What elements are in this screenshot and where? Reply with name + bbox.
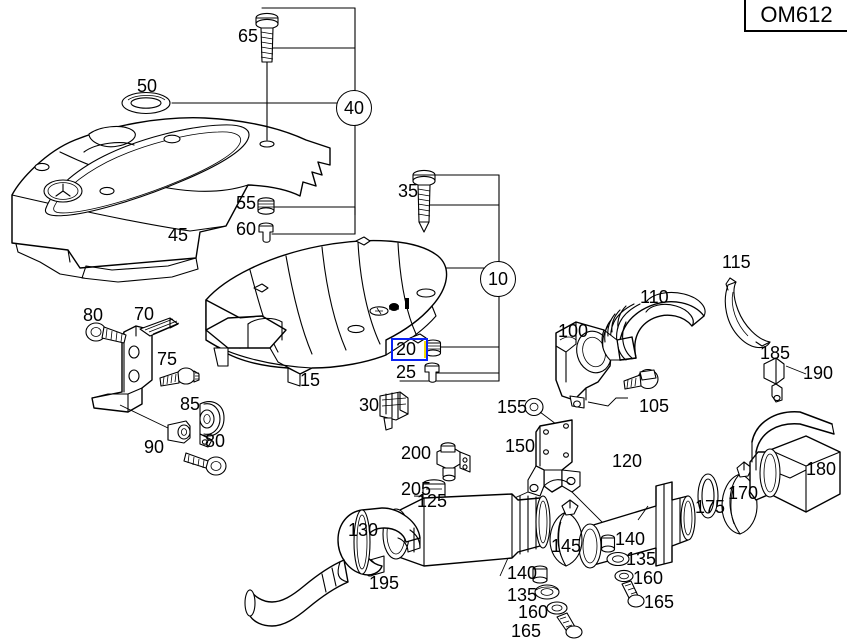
fastener-stack-left [532, 565, 583, 639]
part-105-bolt [623, 368, 659, 390]
part-80-bolt-lower [183, 452, 227, 476]
part-label-190[interactable]: 190 [803, 363, 834, 383]
part-label-20[interactable]: 20 [396, 339, 417, 359]
part-185-clip [763, 357, 807, 403]
callout-group-40[interactable]: 40 [336, 90, 372, 126]
part-label-135-right[interactable]: 135 [626, 549, 657, 569]
part-200-connector [436, 442, 471, 482]
part-label-55[interactable]: 55 [236, 193, 257, 213]
part-label-30[interactable]: 30 [359, 395, 380, 415]
part-label-120[interactable]: 120 [612, 451, 643, 471]
part-label-25[interactable]: 25 [396, 362, 417, 382]
part-label-15[interactable]: 15 [300, 370, 321, 390]
part-130-elbow [337, 507, 421, 576]
part-150-bracket [413, 419, 609, 529]
part-25-push-pin [424, 362, 440, 383]
part-label-140-left[interactable]: 140 [507, 563, 538, 583]
diagram-title: OM612 [760, 2, 833, 27]
part-label-110[interactable]: 110 [640, 287, 669, 307]
part-label-65[interactable]: 65 [238, 26, 259, 46]
part-115-clamp [724, 277, 771, 349]
part-35-bolt [412, 169, 436, 233]
part-50-seal-ring [121, 91, 171, 115]
fastener-stack-right [600, 534, 645, 608]
part-label-155[interactable]: 155 [497, 397, 528, 417]
part-15-manifold-cover [205, 236, 448, 387]
part-label-165-right[interactable]: 165 [644, 592, 675, 612]
part-label-90[interactable]: 90 [144, 437, 165, 457]
callout-group-10-label: 10 [487, 268, 509, 289]
part-label-165-left[interactable]: 165 [511, 621, 542, 641]
part-label-200[interactable]: 200 [401, 443, 432, 463]
part-180-airbox [749, 411, 841, 513]
part-label-105[interactable]: 105 [639, 396, 670, 416]
part-label-130[interactable]: 130 [348, 520, 379, 540]
part-155-grommet [524, 397, 557, 425]
part-label-140-right[interactable]: 140 [615, 529, 646, 549]
part-label-185[interactable]: 185 [760, 343, 791, 363]
part-70-bracket [91, 317, 180, 429]
part-30-clip [379, 391, 409, 431]
part-label-135-left[interactable]: 135 [507, 585, 538, 605]
part-90-bushing [167, 420, 191, 444]
part-label-85[interactable]: 85 [180, 394, 201, 414]
part-label-60[interactable]: 60 [236, 219, 257, 239]
part-label-80-upper[interactable]: 80 [83, 305, 104, 325]
part-20-grommet [424, 339, 442, 357]
part-label-180[interactable]: 180 [806, 459, 837, 479]
part-170-clamp [721, 461, 758, 535]
part-80-bolt-upper [85, 322, 127, 344]
part-label-80-lower[interactable]: 80 [205, 431, 226, 451]
part-label-160-left[interactable]: 160 [518, 602, 549, 622]
callout-bracket-40 [171, 7, 356, 235]
part-label-75[interactable]: 75 [157, 349, 178, 369]
part-label-160-right[interactable]: 160 [633, 568, 664, 588]
callout-group-10[interactable]: 10 [480, 261, 516, 297]
part-label-125[interactable]: 125 [417, 491, 448, 511]
part-label-195[interactable]: 195 [369, 573, 400, 593]
part-85-clamp [199, 401, 225, 448]
part-label-150[interactable]: 150 [505, 436, 536, 456]
part-110-charge-hose [601, 291, 706, 361]
diagram-title-box: OM612 [744, 0, 847, 32]
part-label-205[interactable]: 205 [401, 479, 432, 499]
part-label-45[interactable]: 45 [168, 225, 189, 245]
part-label-175[interactable]: 175 [695, 497, 726, 517]
part-75-bolt [159, 367, 200, 387]
part-45-engine-cover [11, 117, 331, 283]
part-175-o-ring [697, 473, 719, 519]
part-55-grommet [257, 197, 275, 215]
part-125-duct [364, 493, 551, 577]
part-60-push-pin [258, 222, 274, 243]
part-label-145[interactable]: 145 [551, 536, 582, 556]
part-label-100[interactable]: 100 [558, 321, 589, 341]
part-65-bolt [255, 12, 279, 148]
part-label-50[interactable]: 50 [137, 76, 158, 96]
part-label-170[interactable]: 170 [728, 483, 759, 503]
part-145-clamp [549, 499, 583, 567]
part-label-70[interactable]: 70 [134, 304, 155, 324]
part-195-hose [244, 559, 349, 627]
selection-highlight-box[interactable] [391, 338, 428, 361]
callout-group-40-label: 40 [343, 97, 365, 118]
part-label-115[interactable]: 115 [722, 252, 751, 272]
part-label-35[interactable]: 35 [398, 181, 419, 201]
